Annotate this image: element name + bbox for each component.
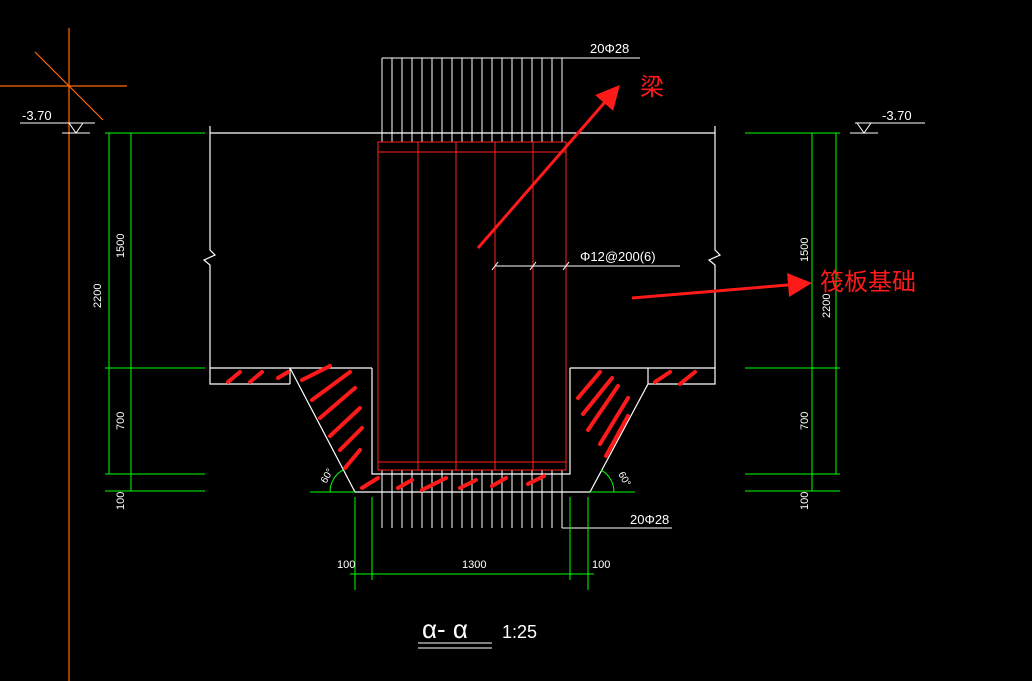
axis-lines (0, 28, 127, 681)
stirrup-leader (491, 261, 680, 271)
dimension-right (745, 132, 840, 492)
dim-bottom-center: 1300 (462, 559, 486, 571)
bottom-rebar-label: 20Φ28 (630, 512, 669, 527)
beam-arrow (476, 84, 620, 249)
dim-left-total: 2200 (92, 284, 104, 308)
dimension-bottom (350, 497, 594, 590)
rebar-cage (377, 141, 567, 471)
dim-bottom-right: 100 (592, 559, 610, 571)
elevation-right-text: -3.70 (882, 108, 912, 123)
top-rebar-label: 20Φ28 (590, 41, 629, 56)
raft-arrow (631, 273, 812, 300)
dim-right-total: 2200 (821, 294, 833, 318)
angle-left-text: 60° (319, 467, 336, 486)
top-rebar-bars (381, 57, 640, 142)
elevation-left-text: -3.70 (22, 108, 52, 123)
angle-right-text: 60° (615, 470, 632, 489)
beam-label: 梁 (640, 73, 664, 101)
dim-right-middle: 700 (799, 412, 811, 430)
dim-right-bottom: 100 (799, 492, 811, 510)
section-title: α- α 1:25 (418, 614, 537, 649)
dim-left-bottom: 100 (115, 492, 127, 510)
section-title-name: α- α (422, 614, 468, 644)
dim-left-middle: 700 (115, 412, 127, 430)
elevation-left: -3.70 (20, 108, 95, 134)
raft-label: 筏板基础 (820, 268, 916, 296)
bottom-rebar-bars (381, 470, 672, 529)
dim-left-upper: 1500 (115, 234, 127, 258)
section-title-scale: 1:25 (502, 622, 537, 642)
dim-bottom-left: 100 (337, 559, 355, 571)
stirrup-label: Φ12@200(6) (580, 249, 656, 264)
angle-marks (310, 469, 635, 493)
elevation-right: -3.70 (850, 108, 925, 134)
dim-right-upper: 1500 (799, 238, 811, 262)
red-hatching (226, 364, 697, 492)
slab-outline (202, 126, 722, 493)
dimension-left (105, 132, 205, 492)
